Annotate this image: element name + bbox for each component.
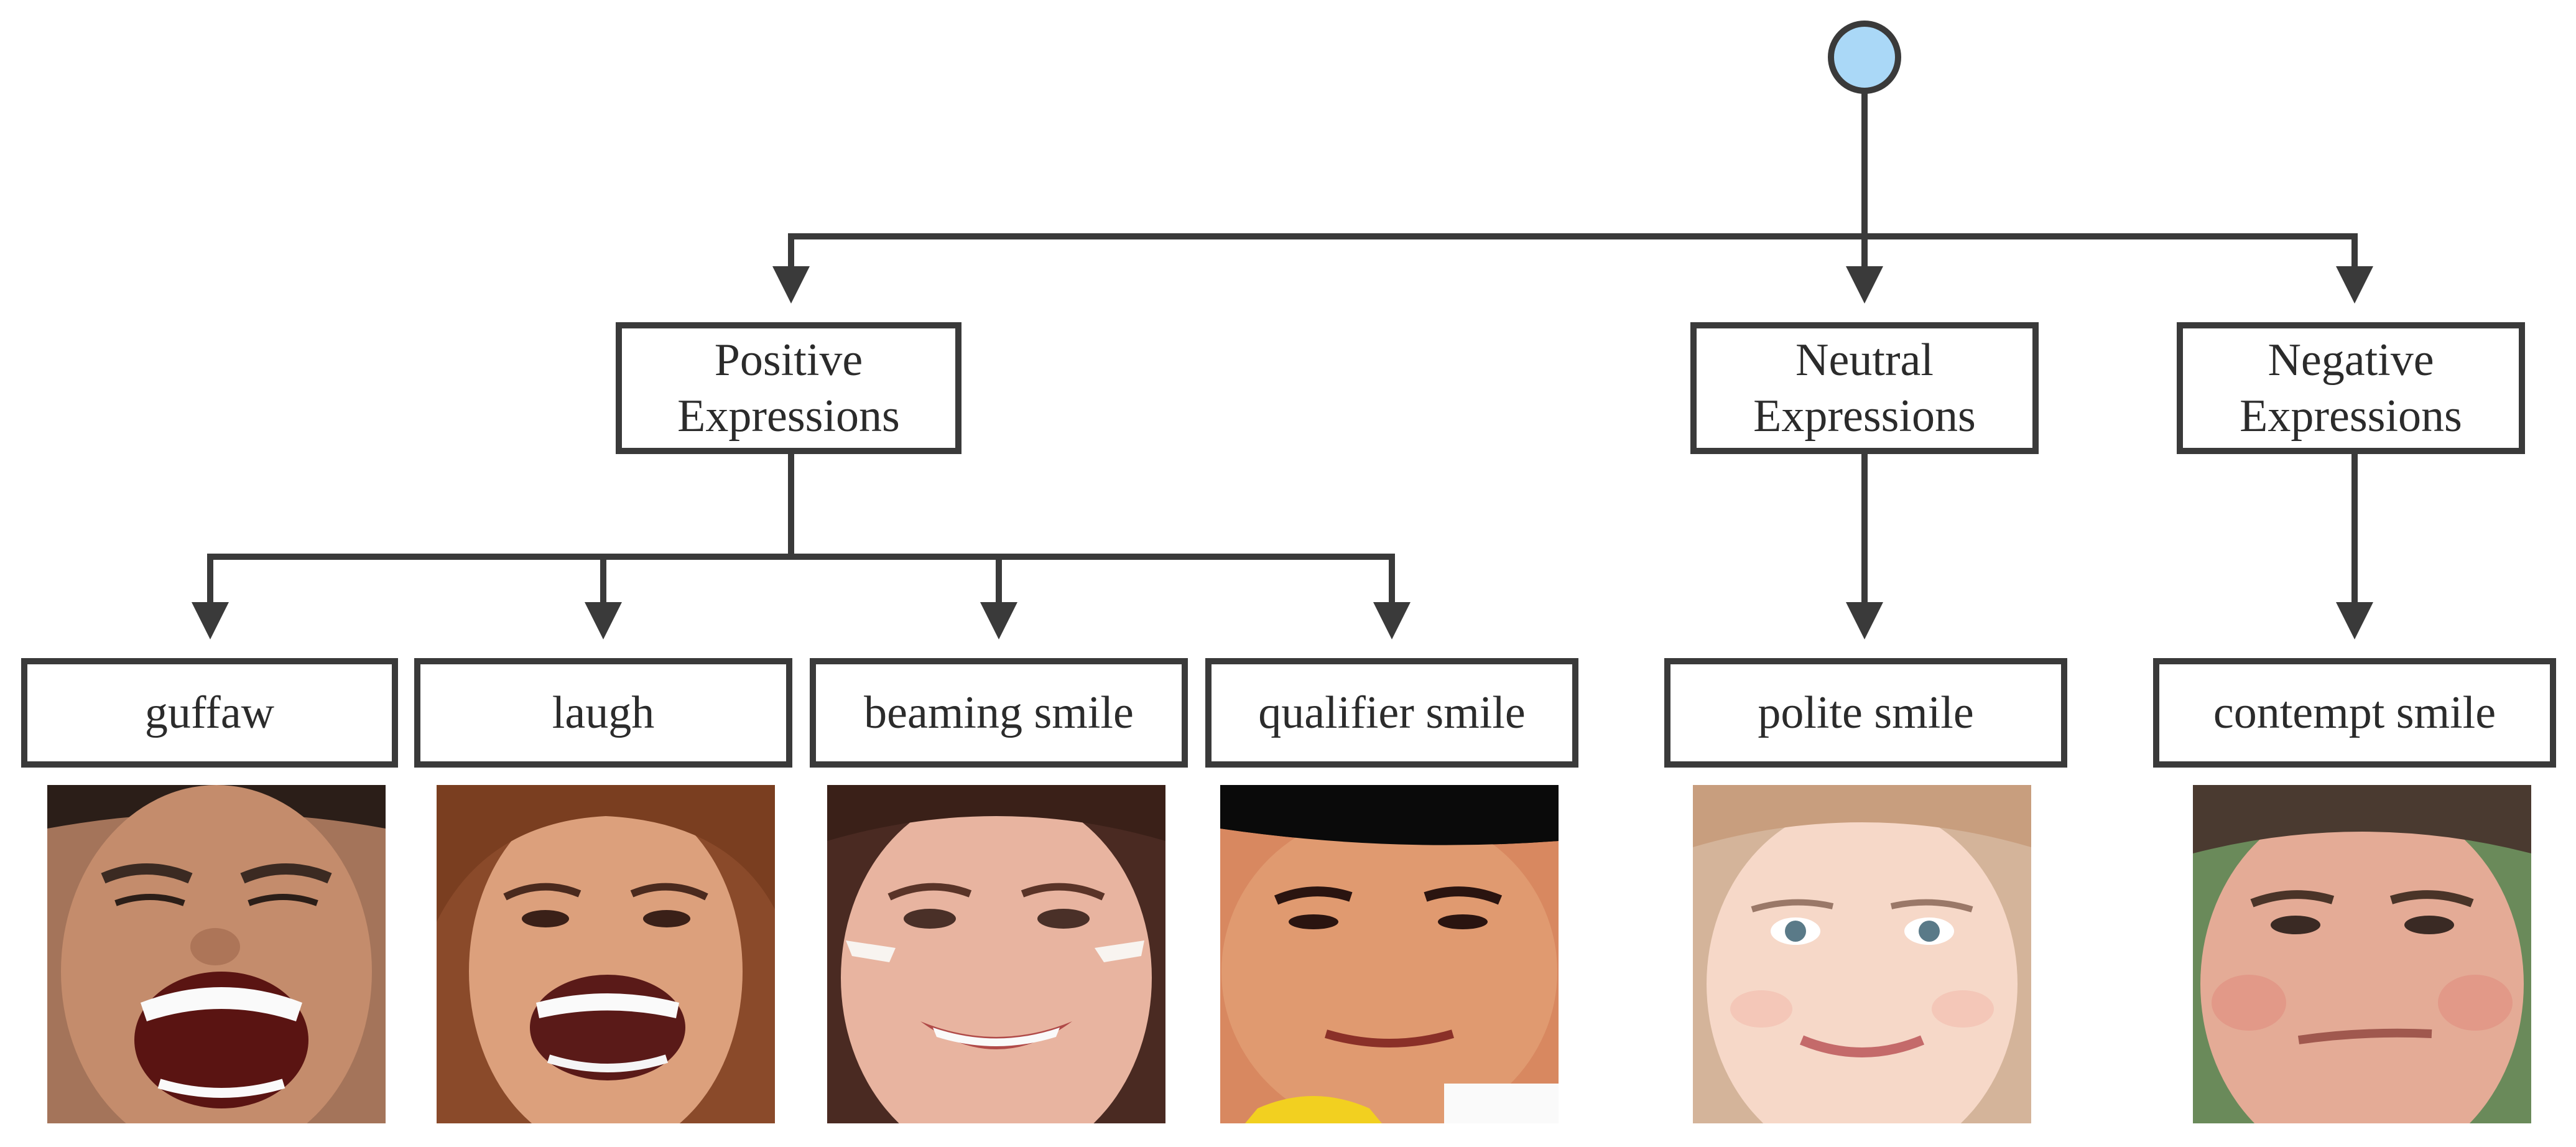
face-photo-laugh xyxy=(437,785,775,1123)
leaf-box-laugh: laugh xyxy=(414,658,792,768)
leaf-label-guffaw: guffaw xyxy=(144,687,275,738)
face-photo-contempt-smile xyxy=(2193,785,2531,1123)
category-box-positive: Positive Expressions xyxy=(616,322,961,454)
face-photo-qualifier-smile xyxy=(1220,785,1559,1123)
root-node-circle xyxy=(1828,21,1901,94)
leaf-box-qualifier-smile: qualifier smile xyxy=(1205,658,1578,768)
leaf-box-contempt-smile: contempt smile xyxy=(2153,658,2556,768)
face-photo-polite-smile xyxy=(1693,785,2031,1123)
leaf-label-contempt-smile: contempt smile xyxy=(2213,687,2496,738)
category-label-negative: Negative Expressions xyxy=(2240,334,2462,442)
leaf-box-polite-smile: polite smile xyxy=(1664,658,2067,768)
category-box-neutral: Neutral Expressions xyxy=(1690,322,2039,454)
leaf-box-guffaw: guffaw xyxy=(21,658,398,768)
leaf-label-beaming-smile: beaming smile xyxy=(864,687,1134,738)
category-label-neutral: Neutral Expressions xyxy=(1753,334,1976,442)
category-box-negative: Negative Expressions xyxy=(2177,322,2525,454)
category-label-positive: Positive Expressions xyxy=(677,334,900,442)
face-photo-guffaw xyxy=(47,785,386,1123)
face-photo-beaming-smile xyxy=(827,785,1165,1123)
leaf-label-qualifier-smile: qualifier smile xyxy=(1258,687,1526,738)
leaf-label-polite-smile: polite smile xyxy=(1758,687,1974,738)
leaf-label-laugh: laugh xyxy=(552,687,655,738)
leaf-box-beaming-smile: beaming smile xyxy=(810,658,1188,768)
